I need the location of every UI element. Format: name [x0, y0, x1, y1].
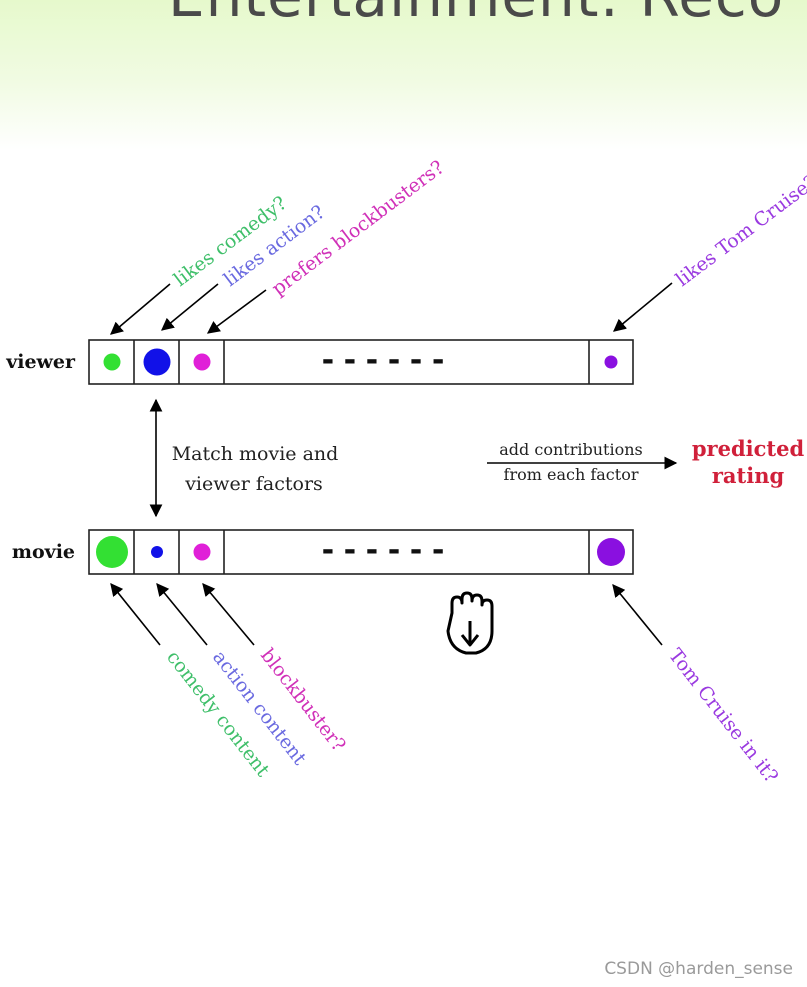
match-label-line-2: viewer factors — [184, 473, 323, 495]
predicted-label-line-2: rating — [712, 463, 785, 488]
viewer-blockbuster-arrow — [206, 289, 267, 334]
movie-tom-cruise-arrow — [612, 584, 663, 646]
viewer-action-arrow — [161, 283, 219, 331]
viewer-row-label: viewer — [5, 351, 76, 373]
viewer-tom-cruise-arrow — [613, 282, 673, 332]
contrib-label-line-1: add contributions — [499, 440, 642, 459]
tom-cruise-in-it-label: Tom Cruise in it? — [664, 645, 782, 788]
viewer-comedy-dot — [103, 353, 121, 371]
movie-action-arrow — [156, 583, 208, 646]
viewer-comedy-arrow — [110, 283, 171, 335]
movie-comedy-dot — [96, 536, 128, 568]
likes-tom-cruise-label: likes Tom Cruise? — [672, 171, 807, 291]
viewer-blockbuster-dot — [193, 353, 211, 371]
movie-action-dot — [151, 546, 163, 558]
contrib-label-line-2: from each factor — [504, 465, 639, 484]
viewer-ellipsis-dashes: ------ — [319, 343, 451, 378]
watermark: CSDN @harden_sense — [604, 959, 793, 979]
slide-header-band — [0, 0, 807, 150]
viewer-action-dot — [143, 348, 171, 376]
movie-comedy-arrow — [110, 583, 161, 646]
movie-ellipsis-dashes: ------ — [319, 533, 451, 568]
slide-title: Entertainment: Reco — [168, 0, 784, 30]
grab-hand-icon — [446, 591, 494, 655]
movie-blockbuster-dot — [193, 543, 211, 561]
viewer-tom-cruise-dot — [604, 355, 618, 369]
movie-row-label: movie — [12, 541, 75, 563]
predicted-label-line-1: predicted — [692, 436, 805, 461]
movie-blockbuster-arrow — [202, 583, 255, 646]
movie-tom-cruise-dot — [597, 538, 625, 566]
match-label-line-1: Match movie and — [172, 443, 339, 465]
